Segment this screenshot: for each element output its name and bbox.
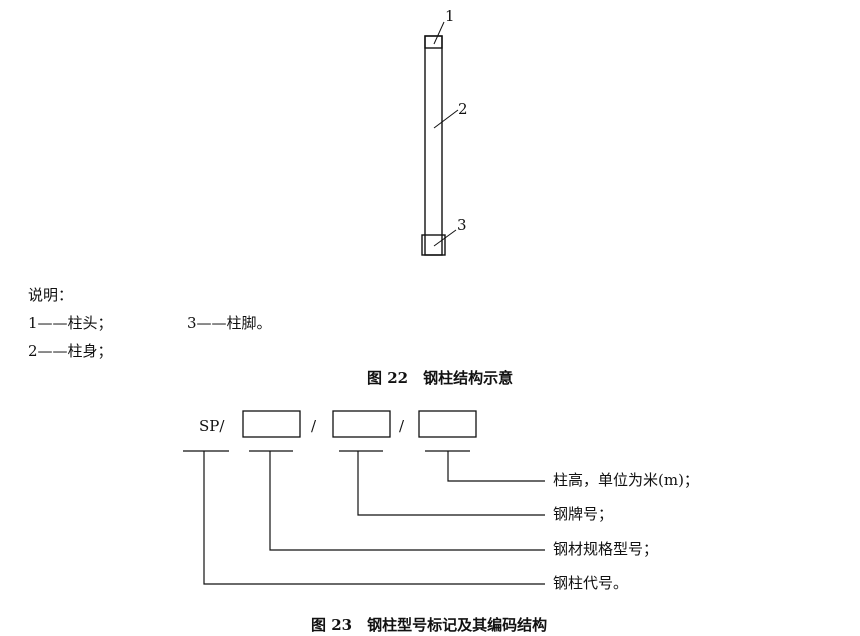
connector-spec	[269, 451, 545, 551]
connector-code	[203, 451, 545, 585]
column-head	[424, 35, 443, 49]
legend-item-2: 2——柱身；	[28, 342, 113, 360]
label-column-code: 钢柱代号。	[553, 574, 629, 592]
label-steel-spec: 钢材规格型号；	[553, 540, 659, 558]
figure-23-caption: 图 23 钢柱型号标记及其编码结构	[311, 616, 548, 634]
code-box-2	[332, 410, 391, 438]
label-steel-grade: 钢牌号；	[553, 505, 614, 523]
code-box-1	[242, 410, 301, 438]
connector-height	[447, 451, 545, 482]
figure-22-caption: 图 22 钢柱结构示意	[367, 369, 514, 387]
label-column-height: 柱高，单位为米(m)；	[553, 471, 699, 489]
prefix-sp: SP/	[199, 417, 225, 435]
separator-2: /	[399, 417, 405, 435]
separator-1: /	[311, 417, 317, 435]
callout-3: 3	[457, 216, 467, 234]
column-foot	[421, 234, 446, 256]
legend-item-3: 3——柱脚。	[187, 314, 272, 332]
legend-item-1: 1——柱头；	[28, 314, 113, 332]
leader-line-2	[433, 109, 459, 129]
connector-steel-grade	[357, 451, 545, 516]
callout-1: 1	[445, 7, 455, 25]
leader-line-1	[433, 21, 445, 45]
leader-line-3	[433, 229, 457, 247]
legend-title: 说明：	[28, 286, 74, 304]
code-box-3	[418, 410, 477, 438]
callout-2: 2	[458, 100, 468, 118]
